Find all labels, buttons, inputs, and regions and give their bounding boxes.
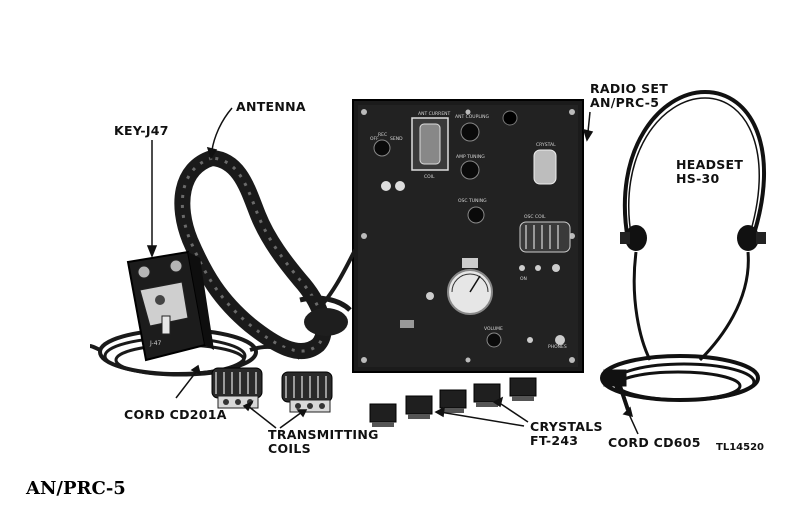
- earphone-right: [737, 225, 766, 251]
- panel-ant-coupling: ANT COUPLING: [455, 114, 490, 120]
- figure-caption: AN/PRC-5: [26, 478, 126, 499]
- crystal-4: [473, 383, 501, 407]
- label-headset-line1: HEADSET: [676, 157, 744, 172]
- panel-off: OFF: [370, 136, 379, 142]
- earphone-left: [620, 225, 647, 251]
- crystal-5: [509, 377, 537, 401]
- panel-osc-tuning: OSC TUNING: [458, 198, 487, 204]
- label-radio-set-line2: AN/PRC-5: [590, 95, 660, 110]
- panel-on: ON: [520, 276, 527, 282]
- panel-amp-tuning: AMP TUNING: [456, 154, 485, 160]
- key-j47: J-47: [126, 250, 214, 362]
- label-radio-set-line1: RADIO SET: [590, 81, 669, 96]
- panel-ant-current: ANT CURRENT: [418, 111, 451, 117]
- label-crystals: CRYSTALS FT-243: [530, 420, 603, 448]
- transmitting-coils: [211, 367, 333, 413]
- panel-crystal: CRYSTAL: [536, 142, 556, 148]
- label-headset: HEADSET HS-30: [676, 158, 743, 186]
- leader-lines: [146, 107, 639, 435]
- panel-send: SEND: [390, 136, 403, 142]
- label-transmitting-coils: TRANSMITTING COILS: [268, 428, 379, 456]
- headset-hs30: [620, 89, 767, 362]
- crystals-ft243: [369, 377, 537, 427]
- label-headset-line2: HS-30: [676, 171, 720, 186]
- label-cord-cd201a: CORD CD201A: [124, 407, 227, 422]
- panel-osc-coil: OSC COIL: [524, 214, 546, 220]
- reference-code: TL14520: [716, 442, 764, 453]
- panel-phones: PHONES: [548, 344, 567, 350]
- key-plate-text: J-47: [149, 340, 162, 347]
- panel-rec: REC: [378, 132, 387, 138]
- label-coils-line2: COILS: [268, 441, 311, 456]
- cord-cd605: [600, 354, 760, 411]
- crystal-3: [439, 389, 467, 413]
- crystal-1: [369, 403, 397, 427]
- coil-left: [211, 367, 263, 409]
- label-antenna: ANTENNA: [236, 99, 306, 114]
- label-crystals-line1: CRYSTALS: [530, 419, 603, 434]
- coil-right: [281, 371, 333, 413]
- label-radio-set: RADIO SET AN/PRC-5: [590, 82, 668, 110]
- label-crystals-line2: FT-243: [530, 433, 579, 448]
- radio-set-panel: ANT CURRENT ANT COUPLING CRYSTAL AMP TUN…: [352, 99, 584, 373]
- label-coils-line1: TRANSMITTING: [268, 427, 379, 442]
- crystal-2: [405, 395, 433, 419]
- label-cord-cd605: CORD CD605: [608, 435, 701, 450]
- label-key-j47: KEY-J47: [114, 123, 169, 138]
- panel-coil: COIL: [424, 174, 435, 180]
- panel-volume: VOLUME: [484, 326, 503, 332]
